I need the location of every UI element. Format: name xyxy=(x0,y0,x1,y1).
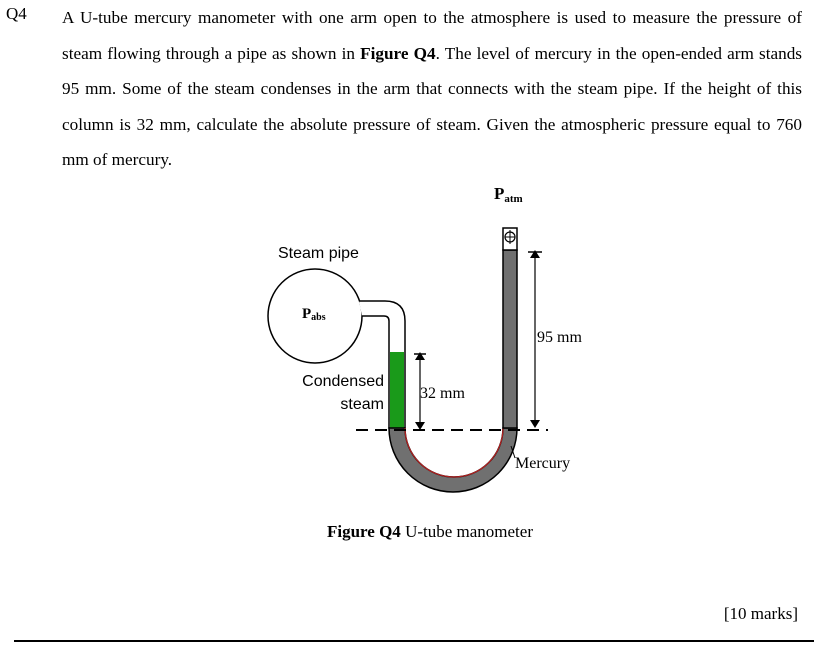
caption-figure-number: Figure Q4 xyxy=(326,522,401,541)
patm-label: Patm xyxy=(494,184,523,205)
bend-inner-line xyxy=(404,427,504,478)
mercury-label: Mercury xyxy=(515,455,570,472)
caption-title: U-tube manometer xyxy=(400,522,533,541)
bottom-rule xyxy=(14,640,814,642)
condensed-label-2: steam xyxy=(340,396,384,413)
pabs-label: Pabs xyxy=(302,306,326,323)
condensed-label-1: Condensed xyxy=(302,373,384,390)
dim-32-label: 32 mm xyxy=(420,385,465,402)
mercury-open-arm xyxy=(502,249,518,429)
steam-pipe-label: Steam pipe xyxy=(278,245,359,262)
dim-95-label: 95 mm xyxy=(537,329,582,346)
condensate-column xyxy=(390,352,404,428)
question-text: A U-tube mercury manometer with one arm … xyxy=(62,0,802,178)
mercury-leader-line xyxy=(510,445,516,459)
question-text-part2: . The level of mercury in the open-ended… xyxy=(62,43,802,170)
question-number: Q4 xyxy=(6,4,27,23)
figure-caption: Figure Q4 U-tube manometer xyxy=(0,522,822,542)
mercury-u-bend xyxy=(388,427,518,493)
marks-label: [10 marks] xyxy=(723,604,798,623)
figure-reference: Figure Q4 xyxy=(360,43,436,63)
question-text-part1: A U-tube mercury manometer with one arm … xyxy=(62,8,802,63)
